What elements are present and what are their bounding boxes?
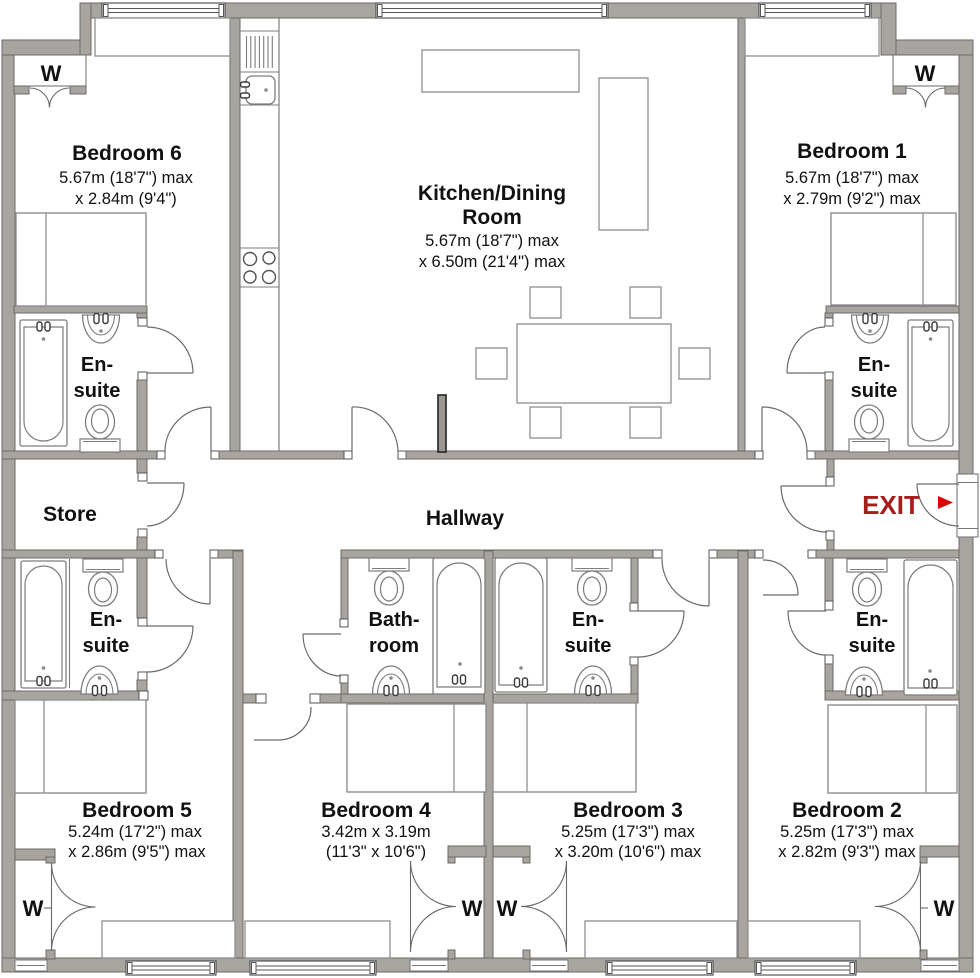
svg-text:(11'3" x 10'6"): (11'3" x 10'6") <box>326 843 426 861</box>
svg-text:5.25m (17'3") max: 5.25m (17'3") max <box>780 823 914 841</box>
svg-text:x 2.82m (9'3") max: x 2.82m (9'3") max <box>778 843 916 861</box>
svg-text:En-: En- <box>90 609 122 631</box>
svg-text:suite: suite <box>74 380 121 402</box>
svg-text:5.67m (18'7") max: 5.67m (18'7") max <box>59 169 193 187</box>
svg-text:5.67m (18'7") max: 5.67m (18'7") max <box>785 169 919 187</box>
svg-text:W: W <box>23 896 44 921</box>
svg-text:Hallway: Hallway <box>426 507 505 530</box>
svg-text:W: W <box>915 61 936 86</box>
svg-text:W: W <box>462 896 483 921</box>
svg-text:Bedroom 1: Bedroom 1 <box>797 140 907 163</box>
svg-text:5.24m (17'2") max: 5.24m (17'2") max <box>68 823 202 841</box>
svg-text:suite: suite <box>851 380 898 402</box>
svg-text:x 2.79m (9'2") max: x 2.79m (9'2") max <box>783 190 921 208</box>
svg-text:x 2.86m (9'5") max: x 2.86m (9'5") max <box>68 843 206 861</box>
svg-text:Room: Room <box>462 206 522 229</box>
svg-text:suite: suite <box>83 635 130 657</box>
svg-text:EXIT: EXIT <box>862 490 920 520</box>
svg-text:Bedroom 3: Bedroom 3 <box>573 799 683 822</box>
svg-text:Bedroom 6: Bedroom 6 <box>72 142 182 165</box>
svg-text:Bath-: Bath- <box>368 609 419 631</box>
svg-text:x 2.84m (9'4"): x 2.84m (9'4") <box>75 190 177 208</box>
svg-text:Bedroom 4: Bedroom 4 <box>321 799 431 822</box>
svg-text:En-: En- <box>81 354 113 376</box>
svg-text:5.67m (18'7") max: 5.67m (18'7") max <box>425 232 559 250</box>
svg-text:suite: suite <box>849 635 896 657</box>
svg-text:x 3.20m (10'6") max: x 3.20m (10'6") max <box>555 843 702 861</box>
svg-text:Bedroom 5: Bedroom 5 <box>82 799 192 822</box>
svg-text:En-: En- <box>572 609 604 631</box>
svg-text:W: W <box>934 896 955 921</box>
svg-text:5.25m (17'3") max: 5.25m (17'3") max <box>561 823 695 841</box>
svg-text:suite: suite <box>565 635 612 657</box>
svg-text:W: W <box>41 61 62 86</box>
svg-text:W: W <box>497 896 518 921</box>
svg-text:En-: En- <box>856 609 888 631</box>
svg-text:Store: Store <box>43 503 97 526</box>
svg-text:x 6.50m (21'4") max: x 6.50m (21'4") max <box>419 253 566 271</box>
svg-text:3.42m x 3.19m: 3.42m x 3.19m <box>321 823 430 841</box>
svg-text:En-: En- <box>858 354 890 376</box>
svg-text:Kitchen/Dining: Kitchen/Dining <box>418 182 566 205</box>
svg-text:Bedroom 2: Bedroom 2 <box>792 799 902 822</box>
svg-text:room: room <box>369 635 419 657</box>
